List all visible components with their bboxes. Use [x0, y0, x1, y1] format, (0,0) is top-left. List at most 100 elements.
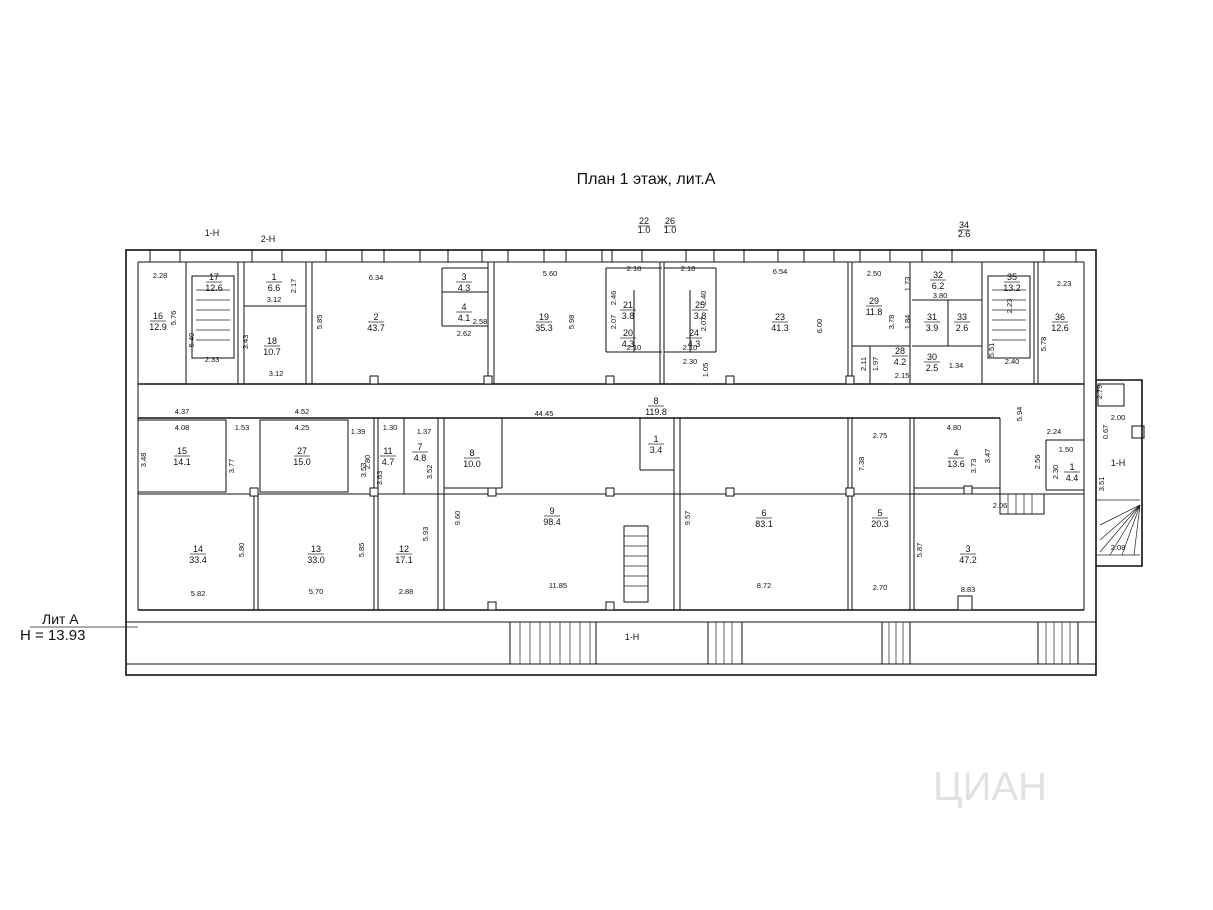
- room-number: 4: [461, 302, 466, 312]
- dimension-label: 2.58: [473, 317, 488, 326]
- room-number: 20: [623, 328, 633, 338]
- room-area: 98.4: [543, 517, 561, 527]
- room-area: 4.2: [894, 357, 907, 367]
- room-number: 9: [549, 506, 554, 516]
- dimension-label: 2.30: [683, 357, 698, 366]
- dimension-label: 2.10: [627, 343, 642, 352]
- room-number: 30: [927, 352, 937, 362]
- room-area: 33.4: [189, 555, 207, 565]
- room-area: 14.1: [173, 457, 191, 467]
- dimension-label: 2.30: [1051, 465, 1060, 480]
- room-label: 326.2: [930, 270, 946, 291]
- dimension-label: 2.15: [895, 371, 910, 380]
- room-label: 44.1: [456, 302, 472, 323]
- room-area: 4.3: [622, 339, 635, 349]
- dimension-label: 1.34: [949, 361, 964, 370]
- dimension-label: 3.43: [241, 335, 250, 350]
- dimension-label: 2.79: [1095, 385, 1104, 400]
- dimension-label: 5.80: [237, 543, 246, 558]
- room-number: 28: [895, 346, 905, 356]
- room-number: 18: [267, 336, 277, 346]
- dimension-label: 6.34: [369, 273, 384, 282]
- dimension-label: 5.51: [987, 343, 996, 358]
- room-area: 11.8: [866, 307, 883, 317]
- room-area: 6.6: [268, 283, 281, 293]
- room-number: 12: [399, 544, 409, 554]
- svg-text:22: 22: [639, 216, 649, 226]
- dimension-label: 5.94: [1015, 407, 1024, 422]
- room-number: 3: [965, 544, 970, 554]
- room-number: 17: [209, 272, 219, 282]
- room-number: 31: [927, 312, 937, 322]
- dimension-label: 1.30: [383, 423, 398, 432]
- dimension-label: 5.85: [357, 543, 366, 558]
- room-label: 810.0: [463, 448, 481, 469]
- top-label-34: 34 2.6: [958, 220, 971, 239]
- room-label: 34.3: [456, 272, 472, 293]
- dimension-label: 2.70: [873, 583, 888, 592]
- room-area: 4.3: [688, 339, 701, 349]
- dimension-label: 44.45: [535, 409, 554, 418]
- room-area: 119.8: [645, 407, 667, 417]
- top-label-22: 22 1.0: [638, 216, 651, 235]
- dimension-label: 3.77: [227, 459, 236, 474]
- dimension-label: 2.08: [1111, 543, 1126, 552]
- dimension-label: 1.97: [871, 357, 880, 372]
- dimension-label: 6.54: [773, 267, 788, 276]
- entry-label: 1-Н: [625, 632, 640, 642]
- room-label: 998.4: [543, 506, 561, 527]
- room-label: 683.1: [755, 508, 773, 529]
- front-steps: [509, 621, 1079, 665]
- east-entrance: [1096, 379, 1145, 567]
- dimension-labels: 2.285.765.402.332.173.123.433.126.345.85…: [139, 264, 1125, 598]
- room-label: 204.3: [620, 328, 636, 349]
- room-number: 32: [933, 270, 943, 280]
- dimension-label: 5.82: [191, 589, 206, 598]
- room-area: 20.3: [871, 519, 889, 529]
- dimension-label: 3.12: [267, 295, 282, 304]
- dimension-label: 8.83: [961, 585, 976, 594]
- interior-stairs: [191, 275, 1045, 603]
- dimension-label: 9.60: [453, 511, 462, 526]
- room-number: 14: [193, 544, 203, 554]
- dimension-label: 1.84: [903, 315, 912, 330]
- room-number: 4: [953, 448, 958, 458]
- dimension-label: 2.07: [609, 315, 618, 330]
- dimension-label: 9.57: [683, 511, 692, 526]
- dimension-label: 0.67: [1101, 425, 1110, 440]
- columns: [249, 375, 973, 611]
- top-row-walls: [185, 262, 1039, 384]
- dimension-label: 7.38: [857, 457, 866, 472]
- dimension-label: 2.18: [681, 264, 696, 273]
- room-area: 12.6: [1051, 323, 1069, 333]
- room-number: 24: [689, 328, 699, 338]
- room-area: 3.8: [694, 311, 707, 321]
- room-number: 36: [1055, 312, 1065, 322]
- dimension-label: 2.80: [363, 455, 372, 470]
- room-label: 213.8: [620, 300, 636, 321]
- room-area: 13.2: [1003, 283, 1021, 293]
- dimension-label: 2.17: [289, 279, 298, 294]
- dimension-label: 2.50: [867, 269, 882, 278]
- room-label: 413.6: [947, 448, 965, 469]
- dimension-label: 2.23: [1057, 279, 1072, 288]
- room-area: 4.3: [458, 283, 471, 293]
- room-number: 27: [297, 446, 307, 456]
- room-number: 25: [695, 300, 705, 310]
- room-area: 3.9: [926, 323, 939, 333]
- top-windows: [149, 249, 1077, 263]
- room-area: 12.9: [149, 322, 167, 332]
- watermark: ЦИАН: [933, 765, 1047, 809]
- room-number: 35: [1007, 272, 1017, 282]
- room-area: 3.4: [650, 445, 663, 455]
- room-area: 10.7: [263, 347, 281, 357]
